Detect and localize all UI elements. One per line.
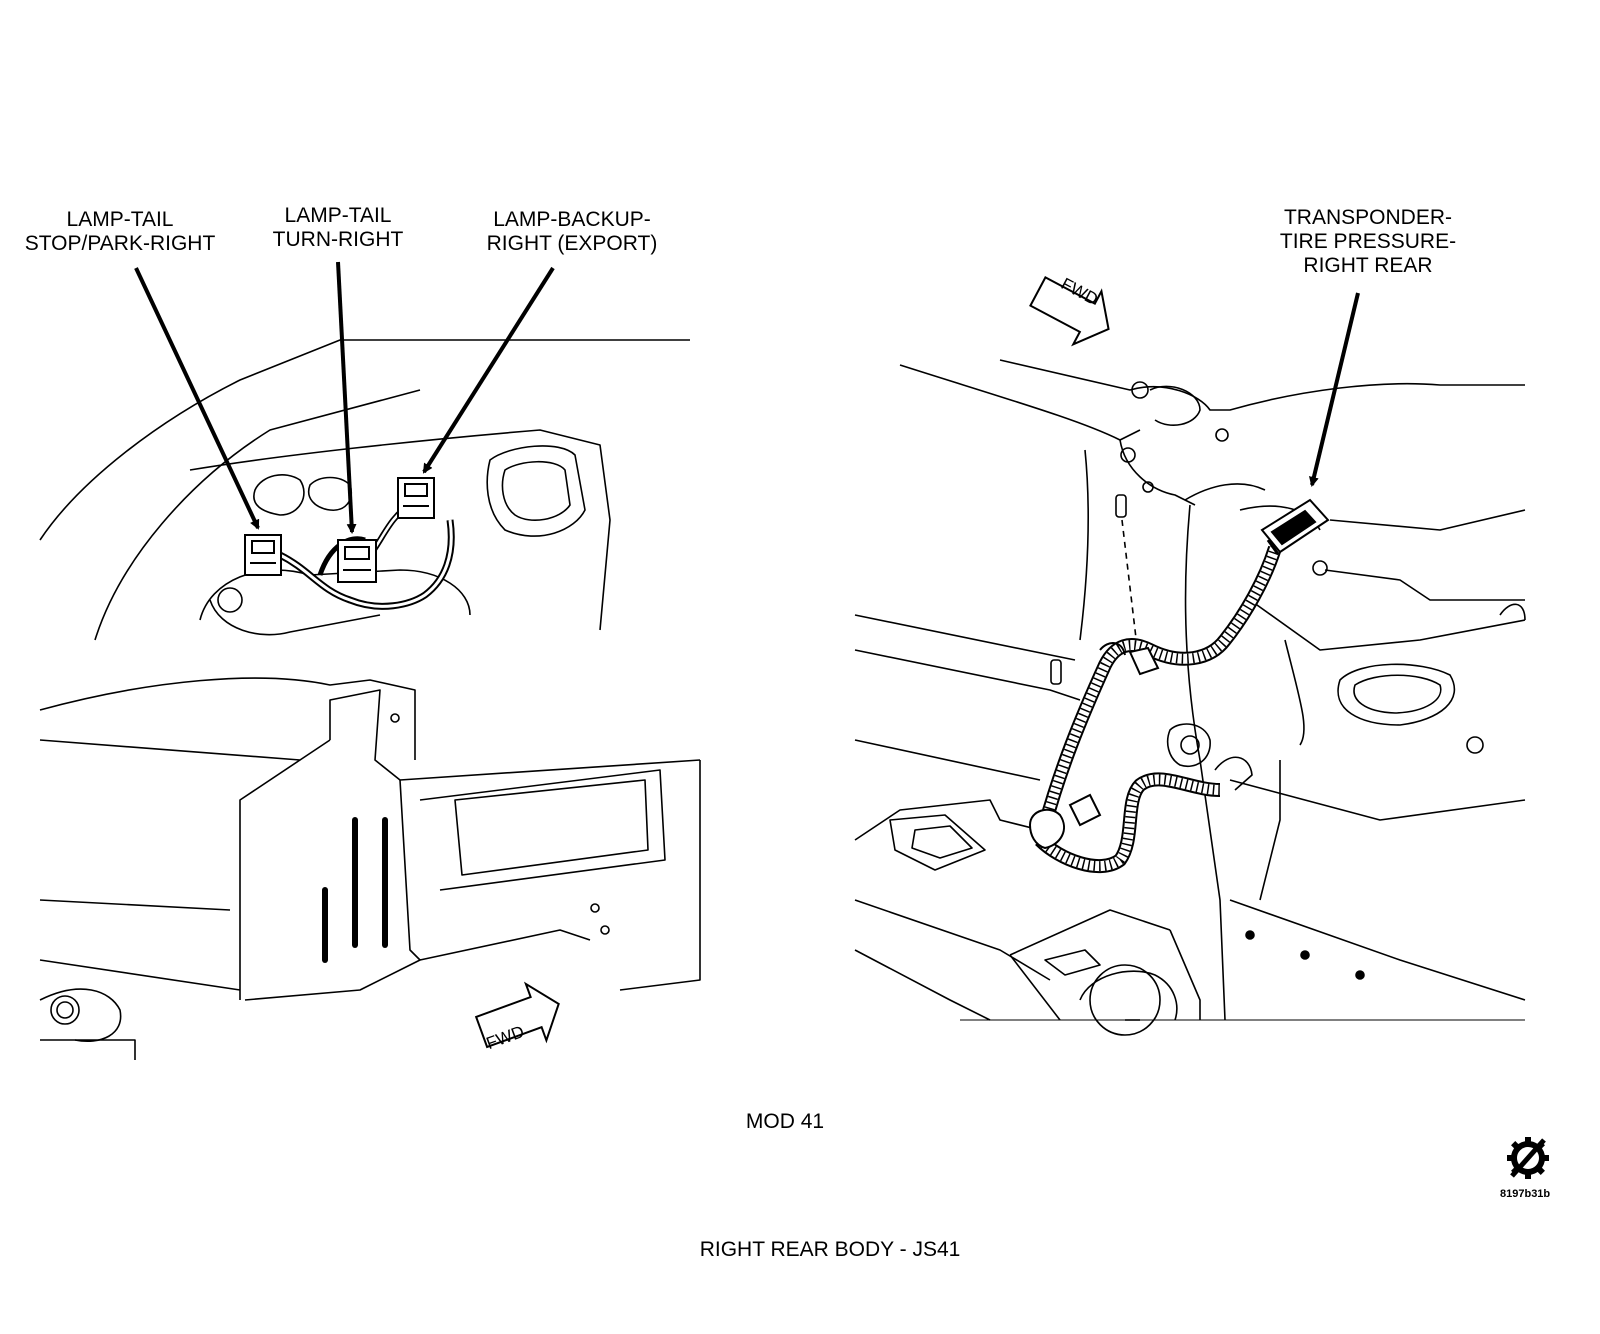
gear-icon	[1507, 1137, 1549, 1179]
callout-line-2: STOP/PARK-RIGHT	[24, 232, 216, 255]
figure-caption: RIGHT REAR BODY - JS41	[699, 1238, 961, 1261]
push-pin-fasteners	[1050, 494, 1139, 685]
callout-line-2: TIRE PRESSURE-	[1279, 230, 1457, 253]
right-view-body-panels	[854, 359, 1526, 1036]
left-view-body-panels	[39, 339, 701, 1060]
left-leader-lines	[134, 261, 555, 534]
callout-line-1: TRANSPONDER-	[1283, 206, 1452, 229]
backup-connector	[397, 477, 435, 519]
callout-lamp-tail-stop-park-right: LAMP-TAIL STOP/PARK-RIGHT	[14, 208, 226, 256]
figure-id: 8197b31b	[1500, 1188, 1551, 1200]
turn-connector	[337, 539, 377, 583]
right-harness	[1028, 545, 1282, 874]
callout-lamp-backup-right-export: LAMP-BACKUP- RIGHT (EXPORT)	[474, 208, 670, 256]
fwd-arrow-icon	[1029, 276, 1110, 347]
tpms-connector	[1260, 498, 1330, 555]
callout-line-2: RIGHT (EXPORT)	[486, 232, 658, 255]
callout-line-1: LAMP-TAIL	[284, 204, 392, 227]
tpms-leader-line	[1309, 292, 1360, 487]
stop-park-connector	[244, 534, 282, 576]
callout-line-1: LAMP-BACKUP-	[493, 208, 651, 231]
fwd-arrow-icon	[474, 981, 560, 1049]
callout-line-2: TURN-RIGHT	[272, 228, 404, 251]
callout-line-3: RIGHT REAR	[1303, 254, 1433, 277]
callout-transponder-tire-pressure-right-rear: TRANSPONDER- TIRE PRESSURE- RIGHT REAR	[1268, 206, 1468, 278]
callout-line-1: LAMP-TAIL	[66, 208, 174, 231]
mod-label: MOD 41	[745, 1110, 825, 1133]
callout-lamp-tail-turn-right: LAMP-TAIL TURN-RIGHT	[258, 204, 418, 252]
